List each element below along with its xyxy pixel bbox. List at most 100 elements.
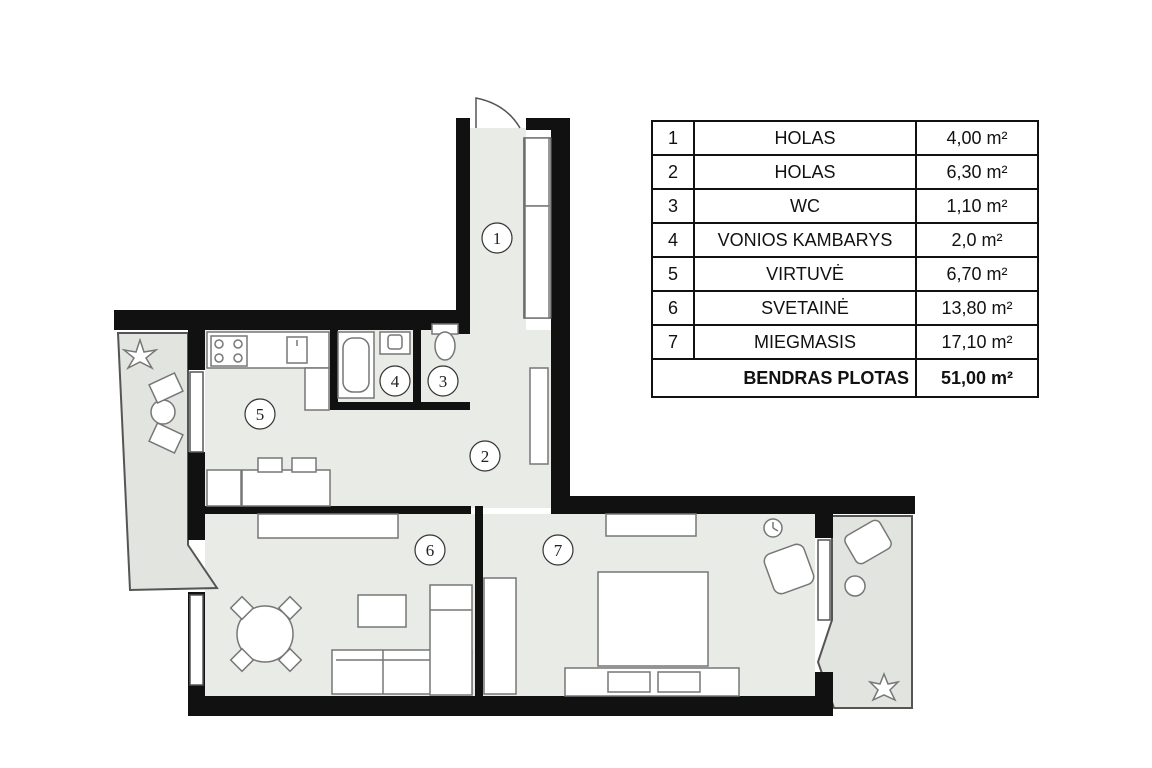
chair-icon — [148, 422, 184, 454]
chair-icon — [291, 457, 317, 473]
room-marker-2: 2 — [469, 440, 501, 472]
kitchen-furniture — [206, 331, 331, 507]
table-row: 2 HOLAS 6,30 m² — [651, 154, 1039, 190]
room-number: 2 — [651, 154, 695, 190]
svg-text:2: 2 — [481, 447, 490, 466]
wall — [188, 330, 205, 370]
svg-text:7: 7 — [554, 541, 563, 560]
room-number: 6 — [651, 290, 695, 326]
kitchen-bench — [206, 469, 242, 507]
table-icon — [844, 575, 866, 597]
wall — [815, 672, 833, 716]
table-icon — [229, 595, 303, 673]
wall — [413, 330, 421, 410]
room-area: 6,30 m² — [915, 154, 1039, 190]
room-name: HOLAS — [693, 154, 917, 190]
room-area: 2,0 m² — [915, 222, 1039, 258]
table-row: 4 VONIOS KAMBARYS 2,0 m² — [651, 222, 1039, 258]
svg-text:1: 1 — [493, 229, 502, 248]
room-name: VONIOS KAMBARYS — [693, 222, 917, 258]
window — [189, 594, 204, 686]
toilet-icon — [431, 323, 459, 361]
table-row: 6 SVETAINĖ 13,80 m² — [651, 290, 1039, 326]
room-marker-1: 1 — [481, 222, 513, 254]
wall — [114, 310, 470, 330]
sink-icon — [379, 331, 411, 355]
svg-text:5: 5 — [256, 405, 265, 424]
table-row: 1 HOLAS 4,00 m² — [651, 120, 1039, 156]
room-number: 4 — [651, 222, 695, 258]
wall — [815, 514, 833, 538]
room-name: HOLAS — [693, 120, 917, 156]
wall — [551, 118, 570, 498]
living-furniture — [229, 513, 473, 696]
bedroom-shelf — [605, 513, 697, 537]
table-row: 3 WC 1,10 m² — [651, 188, 1039, 224]
room-marker-7: 7 — [542, 534, 574, 566]
wall-clock-icon — [763, 518, 783, 538]
svg-text:4: 4 — [391, 372, 400, 391]
total-label: BENDRAS PLOTAS — [694, 358, 917, 398]
kitchen-counter-end — [304, 367, 330, 411]
stove-icon — [210, 335, 248, 367]
entrance-door — [475, 97, 521, 129]
bathroom-furniture — [337, 331, 411, 399]
bathtub-icon — [337, 331, 375, 399]
room-name: WC — [693, 188, 917, 224]
bedroom-furniture — [483, 513, 815, 697]
window — [189, 371, 204, 453]
room-number: 7 — [651, 324, 695, 360]
hall-cabinet — [529, 367, 549, 465]
walls — [114, 118, 915, 716]
wall — [188, 452, 205, 540]
chair-icon — [844, 519, 892, 565]
total-blank-cell — [651, 358, 694, 398]
balcony-left — [116, 332, 219, 592]
coffee-table — [357, 594, 407, 628]
svg-text:6: 6 — [426, 541, 435, 560]
sofa-icon — [331, 584, 473, 696]
room-name: MIEGMASIS — [693, 324, 917, 360]
window — [817, 539, 831, 621]
sink-icon — [286, 336, 308, 364]
room-area: 17,10 m² — [915, 324, 1039, 360]
room-area: 6,70 m² — [915, 256, 1039, 292]
room-area: 13,80 m² — [915, 290, 1039, 326]
wardrobe — [524, 137, 550, 319]
balcony-right — [816, 515, 913, 709]
bedroom-wardrobe — [483, 577, 517, 695]
room-marker-3: 3 — [427, 365, 459, 397]
wall — [551, 496, 915, 514]
room-markers: 1 2 3 4 5 6 7 — [244, 222, 574, 566]
room-number: 5 — [651, 256, 695, 292]
room-number: 3 — [651, 188, 695, 224]
room-area-table: 1 HOLAS 4,00 m² 2 HOLAS 6,30 m² 3 WC 1,1… — [651, 120, 1039, 398]
room-name: VIRTUVĖ — [693, 256, 917, 292]
bed-icon — [564, 571, 740, 697]
chair-icon — [257, 457, 283, 473]
wall — [475, 506, 483, 696]
table-icon — [150, 399, 176, 425]
wall — [330, 330, 338, 410]
wall — [188, 696, 833, 716]
room-marker-6: 6 — [414, 534, 446, 566]
svg-text:3: 3 — [439, 372, 448, 391]
room-marker-5: 5 — [244, 398, 276, 430]
room-area: 1,10 m² — [915, 188, 1039, 224]
room-area: 4,00 m² — [915, 120, 1039, 156]
chair-icon — [763, 543, 815, 595]
room-name: SVETAINĖ — [693, 290, 917, 326]
plant-icon — [867, 671, 901, 702]
table-row: 7 MIEGMASIS 17,10 m² — [651, 324, 1039, 360]
total-row: BENDRAS PLOTAS 51,00 m² — [651, 358, 1039, 398]
room-number: 1 — [651, 120, 695, 156]
chair-icon — [148, 372, 184, 404]
tv-stand — [257, 513, 399, 539]
balcony-furniture — [121, 337, 901, 702]
total-area: 51,00 m² — [915, 358, 1039, 398]
dining-table — [241, 469, 331, 507]
room-marker-4: 4 — [379, 365, 411, 397]
wall — [330, 402, 470, 410]
table-row: 5 VIRTUVĖ 6,70 m² — [651, 256, 1039, 292]
